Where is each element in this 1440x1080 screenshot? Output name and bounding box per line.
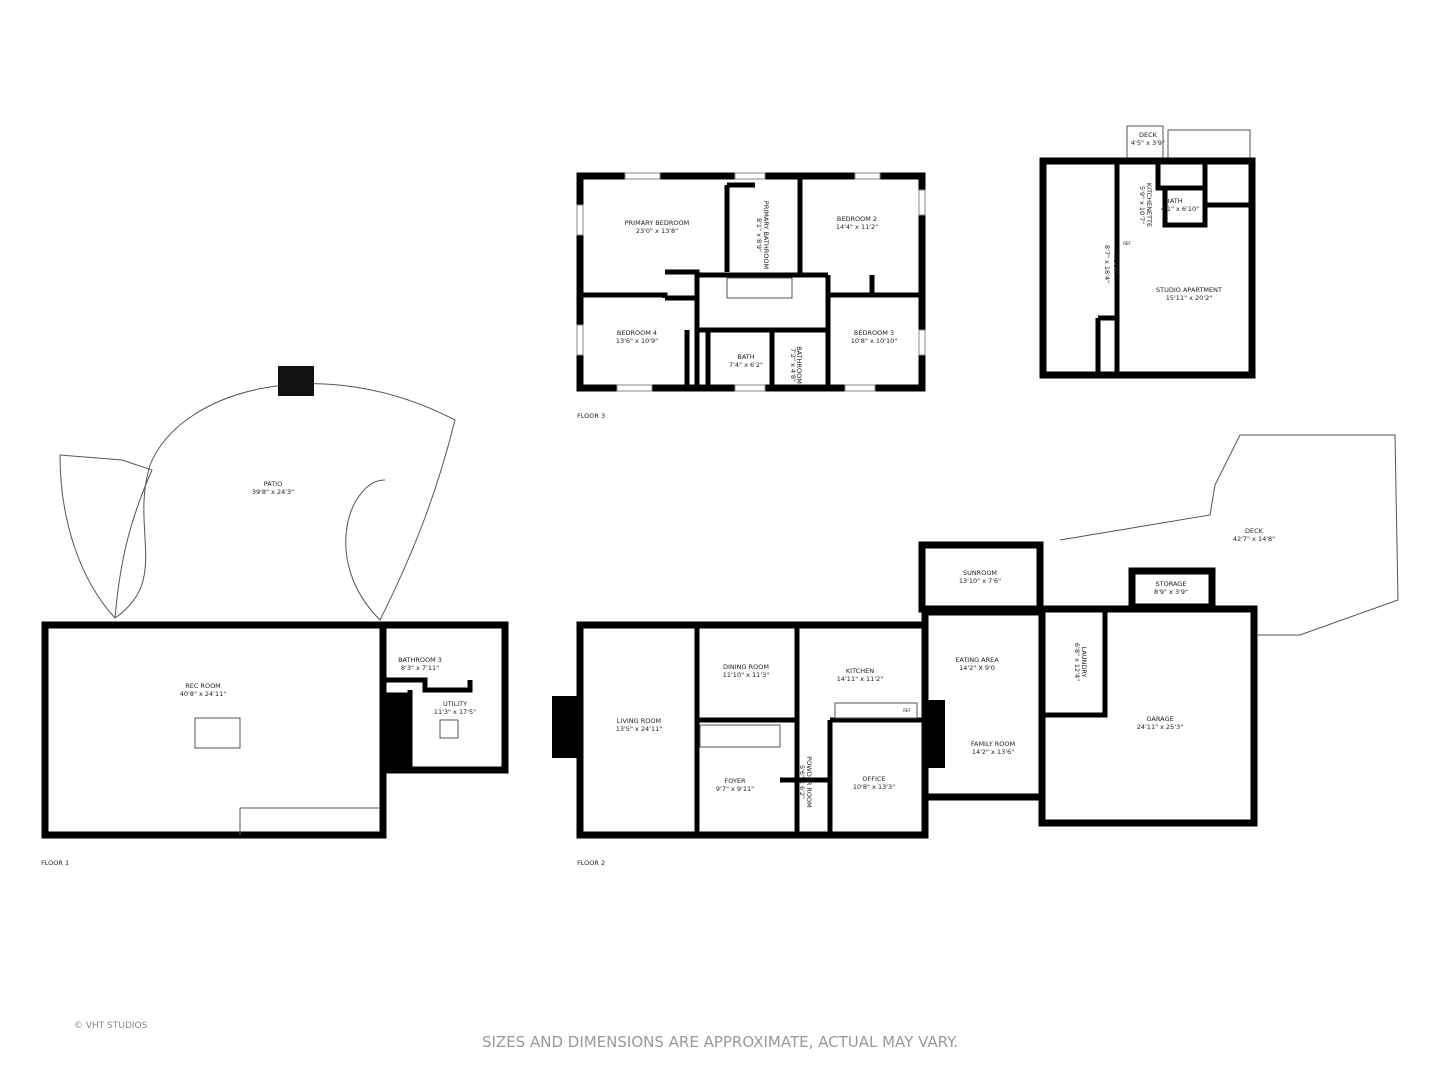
room-dims: 14'2" x 13'6" [972, 748, 1014, 756]
room-label: LIVING ROOM [617, 717, 661, 725]
room-dims: 8'1" x 8'9" [755, 218, 763, 252]
room-dims: 15'11" x 20'2" [1166, 294, 1212, 302]
room-dims: 4'5" x 3'9" [1131, 139, 1165, 147]
room-dims: 13'10" x 7'6" [959, 577, 1001, 585]
room-dims: 8'3" x 7'11" [401, 664, 439, 672]
room-label: DECK [1139, 131, 1158, 139]
room-label: LAUNDRY [1080, 647, 1088, 678]
room-label: BATHROOM 3 [398, 656, 442, 664]
room-label: KITCHEN [846, 667, 874, 675]
room-dims: 40'8" x 24'11" [180, 690, 226, 698]
room-dims: 24'11" x 25'3" [1137, 723, 1183, 731]
room-label: STUDIO APARTMENT [1156, 286, 1222, 294]
room-dims: 10'8" x 13'3" [853, 783, 895, 791]
room-label: BEDROOM 4 [617, 329, 657, 337]
floor-1-plan: PATIO 39'8" x 24'3" REC ROOM 40'8" x 24'… [41, 366, 509, 867]
room-label: DECK [1245, 527, 1264, 535]
room-dims: 9'7" x 9'11" [716, 785, 754, 793]
room-label: FOYER [724, 777, 746, 785]
room-dims: 5'6" x 6'2" [798, 765, 806, 799]
room-label: GARAGE [1146, 715, 1173, 723]
room-dims: 14'4" x 11'2" [836, 223, 878, 231]
room-label: PATIO [264, 480, 282, 488]
fridge-label: REF [903, 708, 911, 713]
room-label: BATH [1165, 197, 1182, 205]
room-dims: 8'9" x 3'9" [1154, 588, 1188, 596]
room-label: STORAGE [1156, 580, 1187, 588]
room-dims: 11'10" x 11'3" [723, 671, 769, 679]
room-dims: 4'1" x 6'10" [1161, 205, 1199, 213]
room-label: EATING AREA [955, 656, 999, 664]
floor-label: FLOOR 3 [577, 412, 605, 420]
room-label: OFFICE [862, 775, 885, 783]
room-dims: 13'5" x 24'11" [616, 725, 662, 733]
room-label: UTILITY [443, 700, 467, 708]
room-label: BEDROOM 3 [854, 329, 894, 337]
room-label: PRIMARY BEDROOM [625, 219, 689, 227]
room-label: ROOM [1112, 254, 1120, 274]
floor-label: FLOOR 1 [41, 859, 69, 867]
room-label: PRIMARY BATHROOM [762, 201, 770, 269]
room-dims: 14'2" X 9'0 [959, 664, 995, 672]
room-label: POWDER ROOM [805, 756, 813, 808]
floor-label: FLOOR 2 [577, 859, 605, 867]
fridge-label: REF [1123, 241, 1131, 246]
copyright: © VHT STUDIOS [74, 1021, 148, 1031]
studio-plan: DECK 4'5" x 3'9" KITCHENETTE 5'9" x 10'7… [1039, 125, 1256, 379]
room-label: KITCHENETTE [1145, 183, 1153, 227]
room-dims: 42'7" x 14'8" [1233, 535, 1275, 543]
room-dims: 39'8" x 24'3" [252, 488, 294, 496]
room-dims: 7'4" x 6'2" [729, 361, 763, 369]
room-label: BATH [737, 353, 754, 361]
room-dims: 14'11" x 11'2" [837, 675, 883, 683]
room-dims: 5'9" x 10'7" [1138, 186, 1146, 224]
room-label: SUNROOM [963, 569, 997, 577]
room-label: REC ROOM [185, 682, 221, 690]
room-dims: 7'2" x 4'8" [789, 348, 797, 382]
room-dims: 13'6" x 10'9" [616, 337, 658, 345]
room-label: BEDROOM 2 [837, 215, 877, 223]
room-dims: 11'3" x 17'5" [434, 708, 476, 716]
floor-3-plan: PRIMARY BEDROOM 23'0" x 13'8" PRIMARY BA… [576, 172, 926, 420]
room-dims: 6'8" x 12'4" [1073, 643, 1081, 681]
room-dims: 23'0" x 13'8" [636, 227, 678, 235]
room-label: BATHROOM [795, 346, 803, 384]
room-label: DINING ROOM [723, 663, 769, 671]
floor-2-plan: REF LIVING ROOM 13'5" x 24'11" DINING RO… [552, 434, 1399, 867]
room-dims: 8'7" x 18'4" [1103, 245, 1111, 283]
room-label: FAMILY ROOM [971, 740, 1015, 748]
room-dims: 10'8" x 10'10" [851, 337, 897, 345]
disclaimer: SIZES AND DIMENSIONS ARE APPROXIMATE, AC… [481, 1033, 958, 1051]
